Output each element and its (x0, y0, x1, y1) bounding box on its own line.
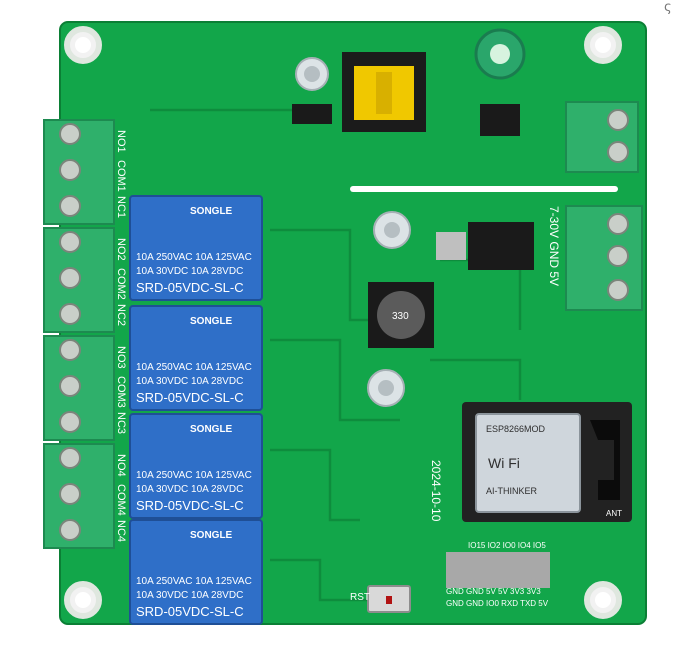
esp-module: ESP8266MOD Wi Fi AI-THINKER (462, 402, 632, 522)
capacitor-top-right (474, 28, 526, 80)
relay-k4-brand: SONGLE (190, 530, 233, 541)
relay-k1-line2: 10A 30VDC 10A 28VDC (136, 266, 243, 277)
board-date: 2024-10-10 (429, 460, 443, 522)
relay-k3-brand: SONGLE (190, 424, 233, 435)
relay-k1-line1: 10A 250VAC 10A 125VAC (136, 252, 252, 263)
antenna-label: ANT (606, 509, 622, 518)
transformer (342, 52, 426, 132)
relay-k2-model: SRD-05VDC-SL-C (136, 390, 244, 405)
label-no4: NO4 (115, 454, 127, 477)
relay-k3-line1: 10A 250VAC 10A 125VAC (136, 470, 252, 481)
inductor: 330 (368, 282, 434, 348)
relay-k1-model: SRD-05VDC-SL-C (136, 280, 244, 295)
capacitor-mid-bottom (367, 369, 405, 407)
reset-button (367, 585, 411, 613)
label-nc2: NC2 (115, 304, 127, 326)
relay-k4-model: SRD-05VDC-SL-C (136, 604, 244, 619)
relay-k4: SONGLE 10A 250VAC 10A 125VAC 10A 30VDC 1… (129, 519, 263, 625)
relay-k3-line2: 10A 30VDC 10A 28VDC (136, 484, 243, 495)
relay-k3-model: SRD-05VDC-SL-C (136, 498, 244, 513)
capacitor-top-left (295, 57, 329, 91)
relay-k1-brand: SONGLE (190, 206, 233, 217)
module-vendor: ESP8266MOD (486, 424, 546, 434)
corner-glyph: ς (664, 0, 672, 15)
relay-k4-line2: 10A 30VDC 10A 28VDC (136, 590, 243, 601)
label-no1: NO1 (115, 130, 127, 153)
relay-k4-line1: 10A 250VAC 10A 125VAC (136, 576, 252, 587)
label-com2: COM2 (115, 268, 127, 300)
power-terminal-label: 7-30V GND 5V (547, 206, 561, 286)
regulator-heatsink (436, 232, 466, 260)
left-terminal-screws (59, 123, 81, 541)
label-nc3: NC3 (115, 412, 127, 434)
relay-k3: SONGLE 10A 250VAC 10A 125VAC 10A 30VDC 1… (129, 413, 263, 519)
relay-k2: SONGLE 10A 250VAC 10A 125VAC 10A 30VDC 1… (129, 305, 263, 411)
ic-top-right (480, 104, 520, 136)
ic-top-left (292, 104, 332, 124)
right-terminal-screws (607, 109, 629, 301)
relay-k2-line2: 10A 30VDC 10A 28VDC (136, 376, 243, 387)
mounting-holes (64, 26, 622, 619)
label-com4: COM4 (115, 484, 127, 516)
io-labels: IO15 IO2 IO0 IO4 IO5 (468, 541, 546, 550)
inductor-label: 330 (392, 311, 409, 322)
pin-headers: GND GND 5V 5V 3V3 3V3 GND GND IO0 RXD TX… (446, 552, 550, 608)
right-terminal-blocks (565, 101, 643, 311)
left-terminal-labels: NO1 COM1 NC1 NO2 COM2 NC2 NO3 COM3 NC3 N… (115, 130, 127, 542)
label-nc1: NC1 (115, 196, 127, 218)
label-com3: COM3 (115, 376, 127, 408)
label-no3: NO3 (115, 346, 127, 369)
label-nc4: NC4 (115, 520, 127, 542)
reset-label: RST (350, 592, 370, 603)
module-wifi: Wi Fi (488, 455, 520, 471)
capacitor-mid-top (373, 211, 411, 249)
relay-k1: SONGLE 10A 250VAC 10A 125VAC 10A 30VDC 1… (129, 195, 263, 301)
module-text: AI-THINKER (486, 486, 538, 496)
label-no2: NO2 (115, 238, 127, 261)
relay-k2-line1: 10A 250VAC 10A 125VAC (136, 362, 252, 373)
voltage-regulator (468, 222, 534, 270)
isolation-slot (350, 186, 618, 192)
relay-k2-brand: SONGLE (190, 316, 233, 327)
header-bottom-label: GND GND IO0 RXD TXD 5V (446, 599, 549, 608)
header-top-label: GND GND 5V 5V 3V3 3V3 (446, 587, 541, 596)
label-com1: COM1 (115, 160, 127, 192)
